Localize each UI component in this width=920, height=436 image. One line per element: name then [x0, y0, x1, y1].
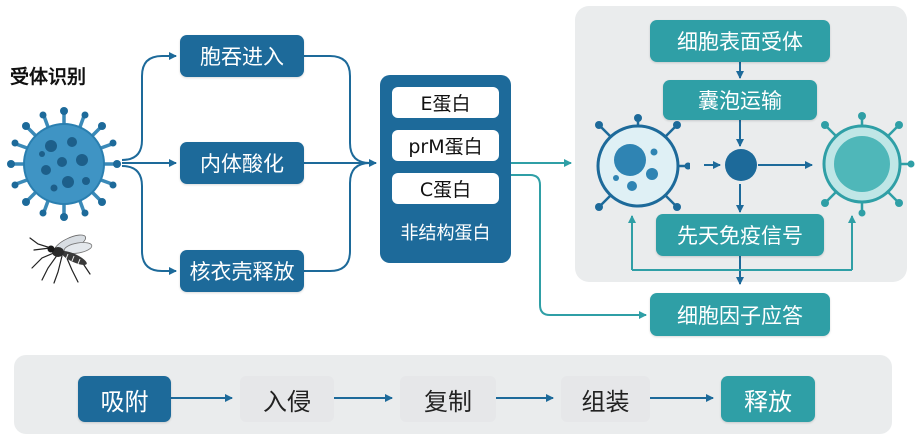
lifecycle-step-adsorption: 吸附 [78, 376, 171, 422]
signal-node-icon [725, 149, 757, 181]
lifecycle-step-replication: 复制 [400, 376, 496, 422]
endocytosis-box: 胞吞进入 [180, 35, 304, 77]
lifecycle-step-assembly: 组装 [561, 376, 650, 422]
prm-protein-item: prM蛋白 [392, 130, 499, 161]
mosquito-icon [29, 234, 93, 284]
e-protein-item: E蛋白 [392, 87, 499, 118]
cell-surface-receptor-box: 细胞表面受体 [650, 20, 830, 62]
viral-protein-panel: E蛋白 prM蛋白 C蛋白 非结构蛋白 [380, 75, 511, 263]
healthy-cell-icon [821, 112, 915, 217]
nonstructural-protein-label: 非结构蛋白 [400, 223, 491, 244]
vesicle-transport-box: 囊泡运输 [663, 80, 817, 120]
receptor-recognition-label: 受体识别 [10, 66, 87, 88]
c-protein-item: C蛋白 [392, 173, 499, 204]
virus-icon [7, 107, 121, 221]
cytokine-response-box: 细胞因子应答 [650, 293, 830, 336]
nucleocapsid-release-box: 核衣壳释放 [180, 250, 304, 292]
lifecycle-step-release: 释放 [721, 376, 815, 422]
endosome-acidification-box: 内体酸化 [180, 142, 304, 184]
lifecycle-step-invasion: 入侵 [240, 376, 334, 422]
infected-cell-icon [595, 114, 690, 211]
innate-immune-signal-box: 先天免疫信号 [656, 214, 824, 256]
